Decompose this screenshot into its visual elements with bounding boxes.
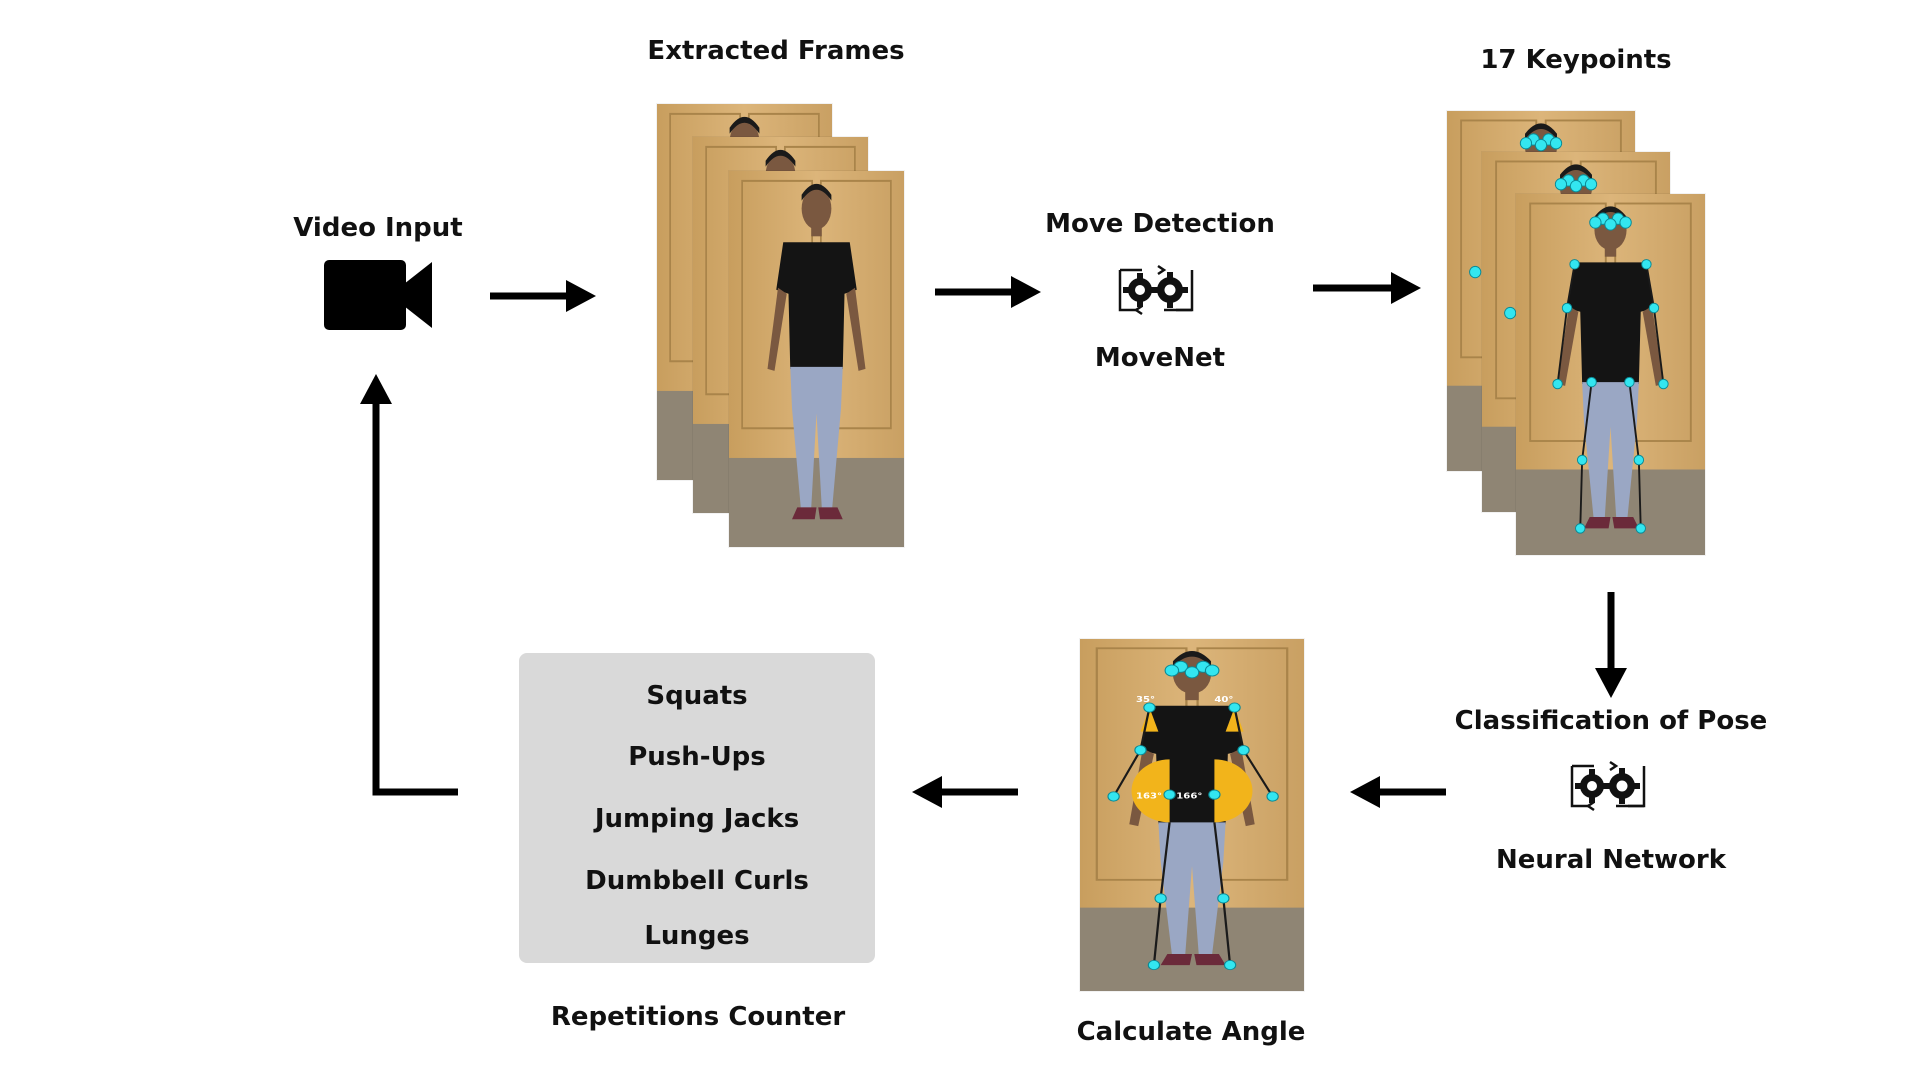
arrow-angle-to-counter-head (912, 776, 942, 808)
extracted-frames-label: Extracted Frames (647, 36, 905, 66)
arrow-frames-to-detection-head (1011, 276, 1041, 308)
angle-value-right-shoulder: 40° (1214, 695, 1233, 705)
keypoint-frame-3 (1516, 194, 1705, 555)
keypoints-label: 17 Keypoints (1480, 45, 1672, 75)
repetitions-counter-label: Repetitions Counter (550, 1002, 846, 1032)
move-detection-label: Move Detection (1045, 209, 1275, 239)
movenet-label: MoveNet (1094, 343, 1226, 373)
gears-cycle-icon (1118, 264, 1194, 316)
arrow-detection-to-keypoints-head (1391, 272, 1421, 304)
gears-cycle-icon (1570, 760, 1646, 812)
keypoint-frame-2 (1482, 152, 1670, 512)
arrow-video-to-frames-head (566, 280, 596, 312)
angle-frame: 40° 35° 166° 163° (1080, 639, 1304, 991)
arrow-keypoints-to-classification-head (1595, 668, 1627, 698)
arrow-classification-to-angle-head (1350, 776, 1380, 808)
exercise-item: Dumbbell Curls (585, 866, 809, 896)
neural-network-label: Neural Network (1495, 845, 1727, 875)
keypoint-frame-1 (1447, 111, 1635, 471)
arrow-counter-to-video (372, 400, 458, 796)
classification-label: Classification of Pose (1454, 706, 1768, 736)
angle-value-hip: 166° (1176, 791, 1202, 801)
exercise-item: Lunges (644, 921, 750, 951)
arrow-counter-to-video-head (360, 374, 392, 404)
exercise-item: Push-Ups (628, 742, 766, 772)
video-camera-icon (324, 260, 432, 330)
video-input-label: Video Input (293, 213, 463, 243)
angle-value-left-shoulder: 35° (1136, 695, 1155, 705)
exercise-item: Jumping Jacks (594, 804, 800, 834)
exercise-item: Squats (646, 681, 748, 711)
extracted-frame-3 (729, 171, 904, 547)
calculate-angle-label: Calculate Angle (1076, 1017, 1306, 1047)
exercise-list-panel: Squats Push-Ups Jumping Jacks Dumbbell C… (519, 653, 875, 963)
angle-value-left-hip: 163° (1136, 791, 1162, 801)
